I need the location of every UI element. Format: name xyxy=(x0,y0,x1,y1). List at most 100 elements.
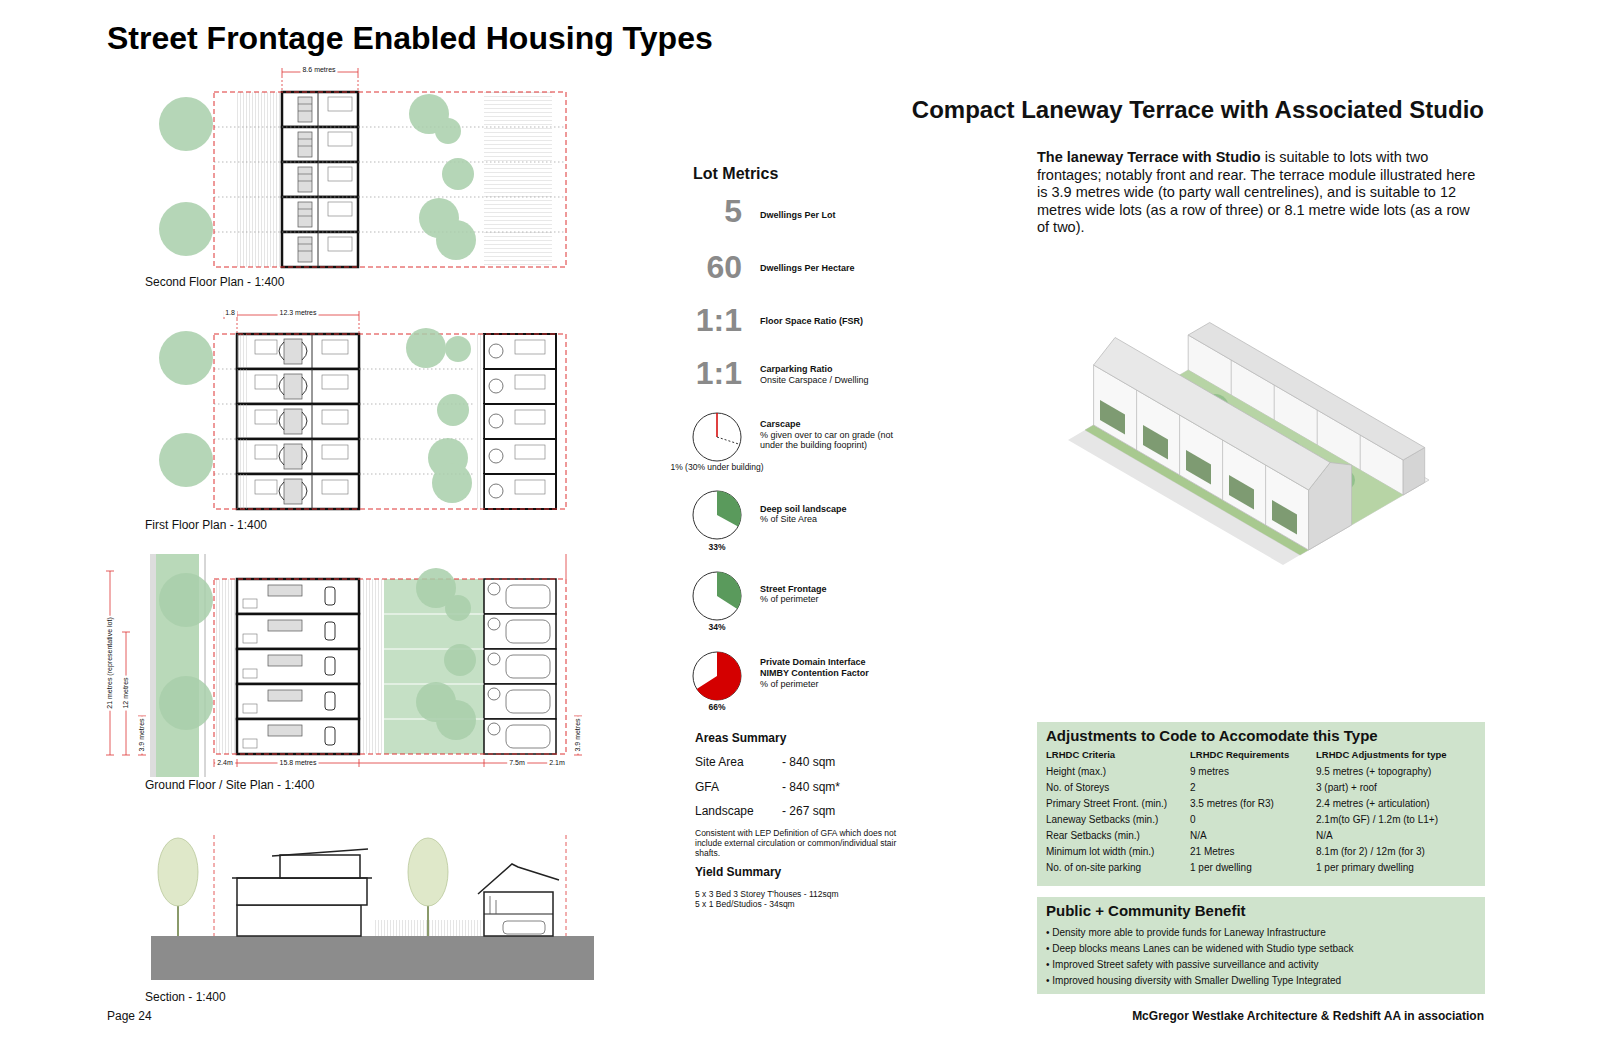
type-heading: Compact Laneway Terrace with Associated … xyxy=(912,96,1484,124)
footnote: Consistent with LEP Definition of GFA wh… xyxy=(695,829,900,858)
first-floor-plan-part-part xyxy=(359,311,360,319)
section-heading: Yield Summary xyxy=(695,866,781,880)
second-floor-plan-part-part xyxy=(214,162,566,163)
first-floor-plan-part-part xyxy=(445,336,471,362)
second-floor-plan-part-part xyxy=(358,68,359,76)
axonometric-view xyxy=(1068,323,1429,566)
pie-value: 1% (30% under building) xyxy=(670,463,763,473)
area-name: Landscape xyxy=(695,805,754,819)
dimension: 3.9 metres xyxy=(138,716,146,753)
dimension: 8.6 metres xyxy=(300,66,337,74)
table-cell: Minimum lot width (min.) xyxy=(1046,846,1154,858)
box-heading: Adjustments to Code to Accomodate this T… xyxy=(1046,727,1378,744)
ground-floor-plan xyxy=(106,554,582,777)
yield-line: 5 x 1 Bed/Studios - 34sqm xyxy=(695,900,795,910)
pie-charts-part xyxy=(693,413,741,461)
ground-floor-plan-part xyxy=(214,579,566,754)
plan-caption: First Floor Plan - 1:400 xyxy=(145,519,267,533)
metric-label: Dwellings Per Lot xyxy=(760,210,836,220)
table-cell: 1 per dwelling xyxy=(1190,862,1252,874)
section-drawing-part xyxy=(280,855,360,878)
dimension: 21 metres (representative lot) xyxy=(106,615,114,710)
dimension: 7.5m xyxy=(507,759,527,767)
bullet-item: • Deep blocks means Lanes can be widened… xyxy=(1046,943,1354,955)
first-floor-plan-part-part xyxy=(437,394,469,426)
first-floor-plan-part xyxy=(475,439,556,474)
area-name: GFA xyxy=(695,781,719,795)
pie-charts xyxy=(693,413,741,700)
table-cell: 0 xyxy=(1190,814,1196,826)
first-floor-plan-part-part xyxy=(359,439,475,440)
first-floor-plan-part-part xyxy=(214,369,237,370)
ground-floor-plan-part xyxy=(214,684,384,719)
section-drawing-part xyxy=(237,878,367,905)
ground-floor-plan-part xyxy=(484,614,556,649)
second-floor-plan-part-part xyxy=(358,76,359,92)
ground-floor-plan-part xyxy=(214,719,384,754)
dimension: 1.8 xyxy=(223,309,237,317)
metric-sublabel: % given over to car on grade (not under … xyxy=(760,430,910,451)
second-floor-plan-part xyxy=(282,162,358,197)
section-drawing-part xyxy=(232,877,372,879)
first-floor-plan-part-part xyxy=(159,331,213,385)
credit-line: McGregor Westlake Architecture & Redshif… xyxy=(1132,1010,1484,1024)
second-floor-plan-part-part xyxy=(159,97,213,151)
pie-charts-part xyxy=(717,437,740,444)
axonometric-view-part-part xyxy=(1100,400,1125,435)
section-drawing-part xyxy=(484,892,553,936)
metric-label: Floor Space Ratio (FSR) xyxy=(760,316,863,326)
second-floor-plan-part-part xyxy=(159,202,213,256)
dimension: 12 metres xyxy=(122,675,130,710)
pie-charts-part xyxy=(717,491,741,527)
ground-floor-plan-part-part xyxy=(237,759,238,767)
first-floor-plan-part-part xyxy=(214,474,237,475)
pie-value: 66% xyxy=(708,703,725,713)
table-cell: 9 metres xyxy=(1190,766,1229,778)
first-floor-plan-part xyxy=(475,369,556,404)
table-cell: LRHDC Adjustments for type xyxy=(1316,750,1447,761)
ground-floor-plan-part xyxy=(159,568,476,740)
axonometric-view-part-part xyxy=(1179,415,1180,475)
ground-floor-plan-part xyxy=(150,554,156,777)
bullet-item: • Improved Street safety with passive su… xyxy=(1046,959,1319,971)
section-drawing-part xyxy=(478,864,559,894)
table-cell: 2 xyxy=(1190,782,1196,794)
dimension: 2.1m xyxy=(547,759,567,767)
metric-sublabel: % of Site Area xyxy=(760,514,817,524)
metrics-heading: Lot Metrics xyxy=(693,165,778,183)
axonometric-view-part xyxy=(1137,390,1266,525)
plan-caption: Ground Floor / Site Plan - 1:400 xyxy=(145,779,314,793)
axonometric-view-part-part xyxy=(1317,410,1318,445)
first-floor-plan-part xyxy=(237,334,359,369)
box-heading: Public + Community Benefit xyxy=(1046,902,1246,919)
plan-caption: Second Floor Plan - 1:400 xyxy=(145,276,284,290)
dimension: 12.3 metres xyxy=(278,309,319,317)
ground-floor-plan-part-part xyxy=(106,755,114,756)
axonometric-view-part xyxy=(1100,400,1297,535)
second-floor-plan-part xyxy=(282,92,358,127)
area-name: Site Area xyxy=(695,756,744,770)
ground-floor-plan-part-part xyxy=(445,595,471,621)
pie-value: 33% xyxy=(708,543,725,553)
ground-floor-plan-part xyxy=(214,649,384,684)
ground-floor-plan-part xyxy=(106,554,582,767)
first-floor-plan-part-part xyxy=(406,328,446,368)
table-cell: N/A xyxy=(1190,830,1207,842)
axonometric-view-part-part xyxy=(1274,385,1275,420)
section-drawing-part xyxy=(272,849,368,856)
second-floor-plan-part xyxy=(484,92,552,267)
pie-charts-part xyxy=(693,572,741,620)
description-lead: The laneway Terrace with Studio xyxy=(1037,149,1261,165)
pie-charts-part xyxy=(697,652,741,700)
ground-floor-plan-part-part xyxy=(122,632,130,633)
table-cell: 2.1m(to GF) / 1.2m (to L1+) xyxy=(1316,814,1438,826)
second-floor-plan-part xyxy=(237,92,282,267)
ground-floor-plan-part-part xyxy=(484,759,485,767)
ground-floor-plan-part-part xyxy=(122,755,130,756)
first-floor-plan-part xyxy=(237,404,359,439)
metric-sublabel: % of perimeter xyxy=(760,594,819,604)
ground-floor-plan-part xyxy=(484,649,556,684)
second-floor-plan-part xyxy=(159,94,476,260)
section-drawing xyxy=(151,835,594,980)
